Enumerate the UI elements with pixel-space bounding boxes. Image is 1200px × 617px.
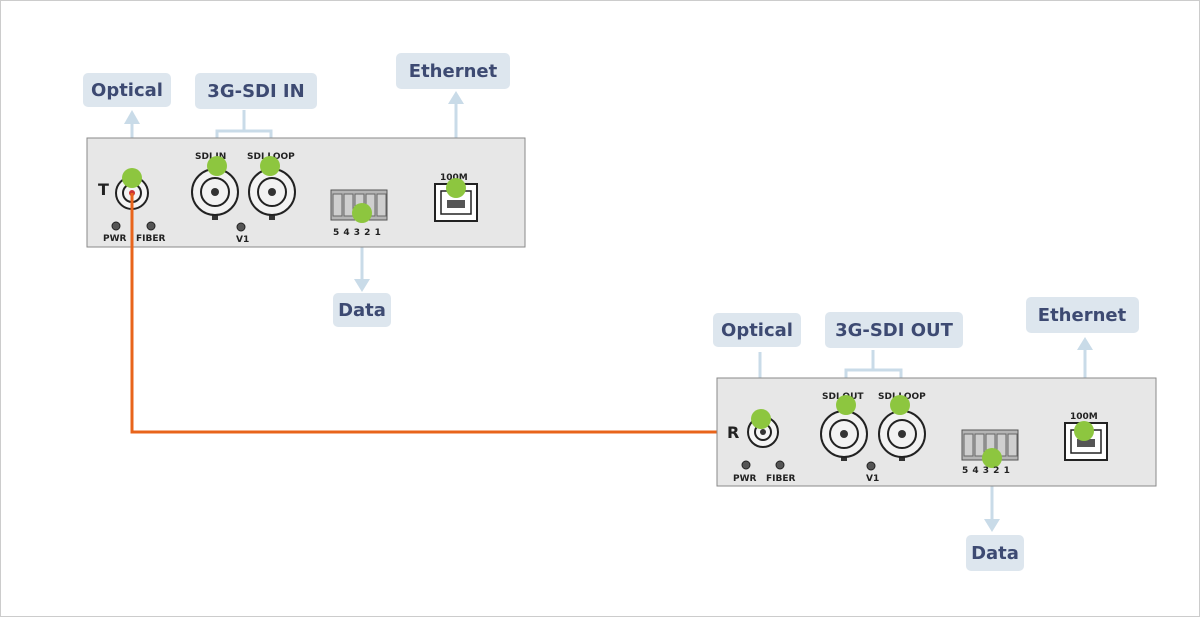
receiver-ethernet-port [1064,421,1108,461]
receiver-unit: Optical 3G-SDI OUT Ethernet Data [713,297,1157,571]
receiver-optical-callout-label: Optical [721,320,793,341]
sdi-out-port [820,395,868,461]
receiver-pwr-label: PWR [733,474,757,484]
receiver-optical-port [747,409,779,448]
data-callout: Data [333,293,391,327]
sdi-out-highlight [836,395,856,415]
ethernet-port [434,178,478,222]
sdi-in-highlight [207,156,227,176]
fiber-cable [130,193,750,438]
terminal-numbers: 5 4 3 2 1 [333,228,381,238]
receiver-pwr-led [741,460,751,470]
v1-label: V1 [236,235,249,245]
receiver-eth-port-label: 100M [1070,412,1098,422]
eth-port-label: 100M [440,173,468,183]
ethernet-highlight [446,178,466,198]
receiver-letter: R [727,423,739,442]
receiver-optical-highlight [751,409,771,429]
sdi-in-callout: 3G-SDI IN [195,73,317,109]
receiver-ethernet-callout: Ethernet [1026,297,1139,333]
optical-callout: Optical [83,73,171,107]
pwr-led [111,221,121,231]
data-terminal-block [330,189,388,223]
receiver-ethernet-highlight [1074,421,1094,441]
receiver-fiber-led [775,460,785,470]
fiber-label: FIBER [136,234,166,244]
receiver-data-callout-label: Data [971,543,1019,564]
data-highlight [352,203,372,223]
receiver-optical-callout: Optical [713,313,801,347]
optical-highlight [122,168,142,188]
sdi-in-callout-label: 3G-SDI IN [207,81,304,102]
ethernet-callout: Ethernet [396,53,510,89]
optical-callout-label: Optical [91,80,163,101]
data-callout-label: Data [338,300,386,321]
receiver-data-highlight [982,448,1002,468]
receiver-terminal-numbers: 5 4 3 2 1 [962,466,1010,476]
sdi-out-callout-label: 3G-SDI OUT [835,320,954,341]
ethernet-callout-label: Ethernet [409,61,498,82]
transmitter-unit: Optical 3G-SDI IN Ethernet Data [83,53,526,327]
transmitter-letter: T [98,180,109,199]
receiver-v1-label: V1 [866,474,879,484]
receiver-data-callout: Data [966,535,1024,571]
fiber-led [146,221,156,231]
sdi-loop-port [248,156,296,220]
receiver-sdi-loop-port [878,395,926,461]
sdi-in-port [191,156,239,220]
receiver-sdi-loop-highlight [890,395,910,415]
v1-led [236,222,246,232]
receiver-fiber-label: FIBER [766,474,796,484]
receiver-v1-led [866,461,876,471]
sdi-out-callout: 3G-SDI OUT [825,312,963,348]
receiver-data-terminal-block [961,429,1019,468]
sdi-loop-highlight [260,156,280,176]
sdi-in-port-label: SDI IN [195,152,226,162]
pwr-label: PWR [103,234,127,244]
receiver-ethernet-callout-label: Ethernet [1038,305,1127,326]
